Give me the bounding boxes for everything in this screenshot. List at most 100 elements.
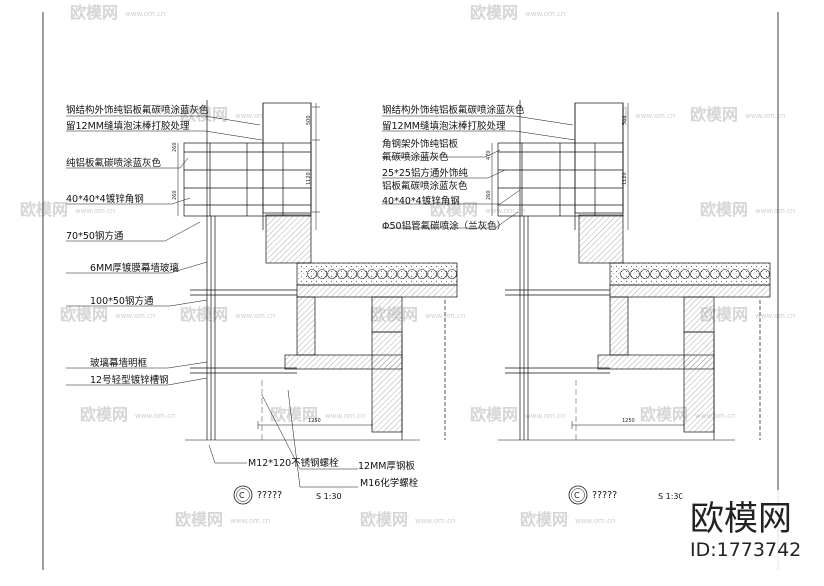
watermark-url: www.om.cn bbox=[415, 517, 455, 525]
dimension-label: 470 bbox=[486, 150, 492, 160]
watermark-url: www.om.cn bbox=[695, 412, 735, 420]
insulation-circle bbox=[367, 269, 377, 279]
watermark-logo: 欧模网 bbox=[70, 3, 118, 22]
insulation-circle bbox=[427, 269, 437, 279]
dimension-label: 1120 bbox=[622, 172, 628, 185]
callout-label: 纯铝板氟碳喷涂蓝灰色 bbox=[66, 157, 162, 169]
callout-label: 70*50钢方通 bbox=[66, 230, 124, 242]
sheet-frame bbox=[42, 12, 779, 570]
leader-lines bbox=[66, 115, 576, 488]
watermark-logo: 欧模网 bbox=[360, 510, 408, 529]
section-mark-left bbox=[233, 485, 253, 505]
watermark-url: www.om.cn bbox=[525, 10, 565, 18]
insulation-circle bbox=[640, 269, 650, 279]
watermark-url: www.om.cn bbox=[75, 207, 115, 215]
left-section-detail bbox=[177, 100, 458, 441]
callout-label: M16化学螺栓 bbox=[360, 477, 419, 489]
callout-label: 40*40*4镀锌角钢 bbox=[382, 195, 460, 207]
insulation-row bbox=[620, 269, 770, 279]
dimension-label: 260 bbox=[172, 190, 178, 200]
brand-id: ID:1773742 bbox=[690, 539, 801, 561]
callout-label: 100*50钢方通 bbox=[90, 295, 154, 307]
right-section-detail bbox=[491, 100, 771, 441]
insulation-circle bbox=[700, 269, 710, 279]
insulation-circle bbox=[307, 269, 317, 279]
watermark-logo: 欧模网 bbox=[20, 200, 68, 219]
insulation-circle bbox=[387, 269, 397, 279]
callout-label: 25*25铝方通外饰纯 bbox=[382, 167, 468, 179]
insulation-circle bbox=[620, 269, 630, 279]
dimension-label: 1250 bbox=[308, 418, 321, 424]
insulation-circle bbox=[740, 269, 750, 279]
callout-label: 留12MM缝填泡沫棒打胶处理 bbox=[66, 120, 190, 132]
callout-label: 12号轻型镀锌槽钢 bbox=[90, 374, 169, 386]
insulation-circle bbox=[680, 269, 690, 279]
callout-label: 6MM厚镀膜幕墙玻璃 bbox=[90, 262, 179, 274]
callout-label: 角钢架外饰纯铝板 bbox=[382, 138, 459, 150]
scale-label: S 1:30 bbox=[316, 492, 342, 501]
callout-label: 留12MM缝填泡沫棒打胶处理 bbox=[382, 120, 506, 132]
watermark-logo: 欧模网 bbox=[430, 200, 478, 219]
callout-label: 钢结构外饰纯铝板氟碳喷涂蓝灰色 bbox=[382, 104, 525, 116]
left-callout-labels: 钢结构外饰纯铝板氟碳喷涂蓝灰色 留12MM缝填泡沫棒打胶处理 纯铝板氟碳喷涂蓝灰… bbox=[66, 104, 419, 501]
insulation-circle bbox=[690, 269, 700, 279]
callout-label: M12*120不锈钢螺栓 bbox=[248, 457, 339, 469]
insulation-circle bbox=[437, 269, 447, 279]
insulation-circle bbox=[650, 269, 660, 279]
watermark-url: www.om.cn bbox=[755, 207, 795, 215]
watermark-url: www.om.cn bbox=[235, 312, 275, 320]
insulation-circle bbox=[720, 269, 730, 279]
watermark-logo: 欧模网 bbox=[270, 405, 318, 424]
right-callout-labels: 钢结构外饰纯铝板氟碳喷涂蓝灰色 留12MM缝填泡沫棒打胶处理 角钢架外饰纯铝板 … bbox=[382, 104, 684, 501]
insulation-circle bbox=[417, 269, 427, 279]
watermark-logo: 欧模网 bbox=[470, 3, 518, 22]
callout-label: 12MM厚钢板 bbox=[358, 460, 415, 472]
watermark-logo: 欧模网 bbox=[520, 510, 568, 529]
insulation-row bbox=[307, 269, 457, 279]
watermark-url: www.om.cn bbox=[525, 412, 565, 420]
insulation-circle bbox=[660, 269, 670, 279]
watermark-url: www.om.cn bbox=[235, 112, 275, 120]
dimension-label: 1120 bbox=[306, 172, 312, 185]
watermark-url: www.om.cn bbox=[325, 412, 365, 420]
watermark-logo: 欧模网 bbox=[60, 305, 108, 324]
insulation-circle bbox=[730, 269, 740, 279]
insulation-circle bbox=[760, 269, 770, 279]
insulation-circle bbox=[407, 269, 417, 279]
insulation-circle bbox=[377, 269, 387, 279]
section-mark-letter: C bbox=[574, 491, 580, 500]
watermark-logo: 欧模网 bbox=[470, 405, 518, 424]
callout-label: 铝板氟碳喷涂蓝灰色 bbox=[382, 180, 468, 192]
insulation-circle bbox=[317, 269, 327, 279]
callout-label: 钢结构外饰纯铝板氟碳喷涂蓝灰色 bbox=[66, 104, 209, 116]
section-mark-letter: C bbox=[239, 491, 245, 500]
dimension-label: 500 bbox=[306, 115, 312, 125]
dimension-label: 500 bbox=[622, 115, 628, 125]
scale-label: S 1:30 bbox=[658, 492, 684, 501]
section-mark-right bbox=[568, 485, 588, 505]
watermark-url: www.om.cn bbox=[485, 207, 525, 215]
dimension-label: 1250 bbox=[622, 418, 635, 424]
insulation-circle bbox=[750, 269, 760, 279]
callout-label: 40*40*4镀锌角钢 bbox=[66, 193, 144, 205]
watermark-url: www.om.cn bbox=[135, 412, 175, 420]
watermark-logo: 欧模网 bbox=[180, 105, 228, 124]
callout-label: 玻璃幕墙明框 bbox=[90, 357, 148, 369]
watermark-url: www.om.cn bbox=[755, 312, 795, 320]
callout-label: 氟碳喷涂蓝灰色 bbox=[382, 151, 449, 163]
watermark-url: www.om.cn bbox=[575, 517, 615, 525]
dimension-label: 260 bbox=[172, 142, 178, 152]
dimension-label: 260 bbox=[486, 190, 492, 200]
watermark-logo: 欧模网 bbox=[175, 510, 223, 529]
insulation-circle bbox=[447, 269, 457, 279]
insulation-circle bbox=[327, 269, 337, 279]
watermark-url: www.om.cn bbox=[125, 10, 165, 18]
insulation-circle bbox=[670, 269, 680, 279]
insulation-circle bbox=[357, 269, 367, 279]
watermark-url: www.om.cn bbox=[230, 517, 270, 525]
brand-block: 欧模网 ID:1773742 bbox=[682, 490, 812, 572]
insulation-circle bbox=[347, 269, 357, 279]
watermark-url: www.om.cn bbox=[115, 312, 155, 320]
